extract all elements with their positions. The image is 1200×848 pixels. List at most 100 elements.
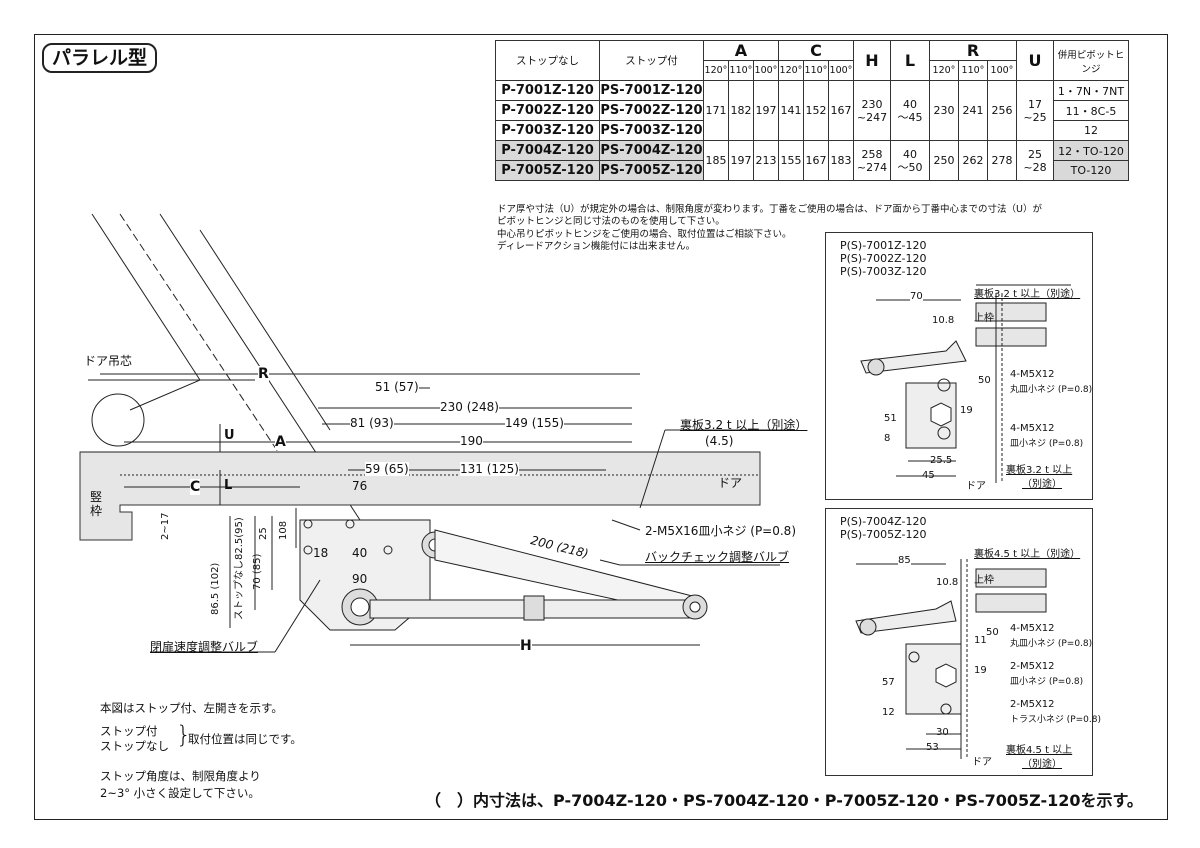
cell: 167 — [803, 140, 829, 181]
table-row-ps: PS-7003Z-120 — [599, 120, 704, 141]
detail-box-1: P(S)-7001Z-120 P(S)-7002Z-120 P(S)-7003Z… — [825, 232, 1093, 500]
screw1b-label: 丸皿小ネジ (P=0.8) — [1010, 385, 1093, 395]
dim-57: 57 — [882, 677, 895, 688]
col-U: U — [1016, 40, 1054, 81]
table-row-ps: PS-7005Z-120 — [599, 160, 704, 181]
note-stop-group: ストップ付 ストップなし — [100, 724, 169, 754]
dim-131: 131 (125) — [460, 462, 519, 476]
door-label: ドア — [972, 757, 992, 768]
dim-82: ストップなし82.5(95) — [234, 517, 245, 620]
screw1b-label: 丸皿小ネジ (P=0.8) — [1010, 639, 1093, 649]
cell: 25 ~28 — [1016, 140, 1054, 181]
note-left-1: 本図はストップ付、左開きを示す。 — [100, 701, 283, 715]
dim-59: 59 (65) — [365, 462, 409, 476]
dim-8: 8 — [884, 433, 891, 444]
stop-with: ストップ付 — [100, 724, 158, 738]
detail-1-drawing — [860, 284, 1071, 483]
dim-19: 19 — [960, 405, 973, 416]
cell: 250 — [929, 140, 959, 181]
dim-51: 51 (57) — [375, 380, 419, 394]
dim-108: 108 — [278, 520, 289, 540]
dim-12: 12 — [882, 707, 895, 718]
plate2-label: 裏板3.2 t 以上 — [1006, 465, 1073, 476]
cell: 197 — [728, 140, 754, 181]
screw3-label: 2-M5X12 — [1010, 699, 1055, 710]
dim-230: 230 (248) — [440, 400, 499, 414]
note-line: ピボットヒンジと同じ寸法のものを使用して下さい。 — [497, 216, 725, 228]
detail-2-drawing — [855, 559, 1047, 759]
cell: 155 — [778, 140, 804, 181]
detail-2-models: P(S)-7004Z-120 P(S)-7005Z-120 — [840, 515, 926, 541]
door-label: ドア — [718, 476, 743, 490]
spec-table: ストップなし ストップ付 A C H L R U 併用ピボットヒンジ 120° … — [495, 40, 1129, 181]
cell: 12・TO-120 — [1053, 140, 1129, 161]
screw2b-label: 皿小ネジ (P=0.8) — [1010, 439, 1084, 449]
note-line: ドア厚や寸法（U）が規定外の場合は、制限角度が変わります。丁番をご使用の場合は、… — [497, 204, 1042, 215]
dim-149: 149 (155) — [505, 416, 564, 430]
dim-40: 40 — [352, 546, 368, 560]
dim-70: 70 (85) — [252, 553, 263, 590]
dim-81: 81 (93) — [350, 416, 394, 430]
page-title: パラレル型 — [42, 43, 158, 73]
dim-18: 18 — [313, 546, 329, 560]
table-row-p: P-7001Z-120 — [495, 80, 600, 101]
dim-86: 86.5 (102) — [210, 562, 221, 615]
model-line: P(S)-7002Z-120 — [840, 252, 927, 265]
cell: 278 — [987, 140, 1017, 181]
detail-1-models: P(S)-7001Z-120 P(S)-7002Z-120 P(S)-7003Z… — [840, 239, 926, 278]
note-line: ディレードアクション機能付には出来ません。 — [497, 241, 696, 253]
dim-70: 70 — [910, 291, 923, 302]
screw1-label: 4-M5X12 — [1010, 369, 1055, 380]
cell: 213 — [753, 140, 779, 181]
dim-L: L — [224, 478, 233, 493]
door-pivot-label: ドア吊芯 — [84, 354, 133, 368]
frame-label: 竪枠 — [90, 490, 103, 518]
dim-25: 25 — [258, 527, 269, 540]
table-row-p: P-7004Z-120 — [495, 140, 600, 161]
cell: 40 ～45 — [890, 80, 930, 141]
cell: 1・7N・7NT — [1053, 80, 1129, 101]
note-same-position: 取付位置は同じです。 — [188, 732, 302, 746]
note-left-4: 2~3° 小さく設定して下さい。 — [100, 786, 260, 800]
table-row-ps: PS-7002Z-120 — [599, 100, 704, 121]
cell: 40 ～50 — [890, 140, 930, 181]
back-plate-label: 裏板3.2 t 以上（別途） — [680, 418, 808, 432]
dim-2-17: 2~17 — [160, 512, 171, 540]
cell: 152 — [803, 80, 829, 141]
table-row-p: P-7002Z-120 — [495, 100, 600, 121]
dim-11: 11 — [974, 635, 987, 646]
stop-without: ストップなし — [100, 739, 169, 753]
dim-45: 45 — [922, 470, 935, 481]
model-line: P(S)-7004Z-120 — [840, 515, 927, 528]
model-line: P(S)-7003Z-120 — [840, 265, 927, 278]
cell: 182 — [728, 80, 754, 141]
dim-U: U — [224, 428, 235, 443]
dim-H: H — [520, 638, 532, 654]
model-line: P(S)-7001Z-120 — [840, 239, 927, 252]
model-line: P(S)-7005Z-120 — [840, 528, 927, 541]
brace-icon: } — [176, 721, 192, 749]
plate2b-label: （別途） — [1022, 479, 1062, 490]
drawing-frame — [34, 34, 1168, 820]
back-plate-sub: (4.5) — [705, 434, 734, 448]
plate2-label: 裏板4.5 t 以上 — [1006, 745, 1073, 756]
cell: 183 — [828, 140, 854, 181]
dim-50: 50 — [986, 627, 999, 638]
cell: 17 ~25 — [1016, 80, 1054, 141]
footer-note: （ ）内寸法は、P-7004Z-120・PS-7004Z-120・P-7005Z… — [425, 791, 1143, 810]
col-L: L — [890, 40, 930, 81]
table-row-ps: PS-7004Z-120 — [599, 140, 704, 161]
dim-19: 19 — [974, 665, 987, 676]
cell: 185 — [703, 140, 729, 181]
dim-10-8: 10.8 — [936, 577, 959, 588]
door-label: ドア — [966, 481, 986, 492]
table-row-ps: PS-7001Z-120 — [599, 80, 704, 101]
dim-30: 30 — [936, 727, 949, 738]
plate2b-label: （別途） — [1022, 759, 1062, 770]
plate-label: 裏板4.5 t 以上（別途） — [974, 549, 1081, 560]
screw2b-label: 皿小ネジ (P=0.8) — [1010, 677, 1084, 687]
dim-R: R — [258, 366, 269, 382]
col-A: A — [703, 40, 779, 61]
note-line: 中心吊りピボットヒンジをご使用の場合、取付位置はご相談下さい。 — [497, 228, 792, 240]
